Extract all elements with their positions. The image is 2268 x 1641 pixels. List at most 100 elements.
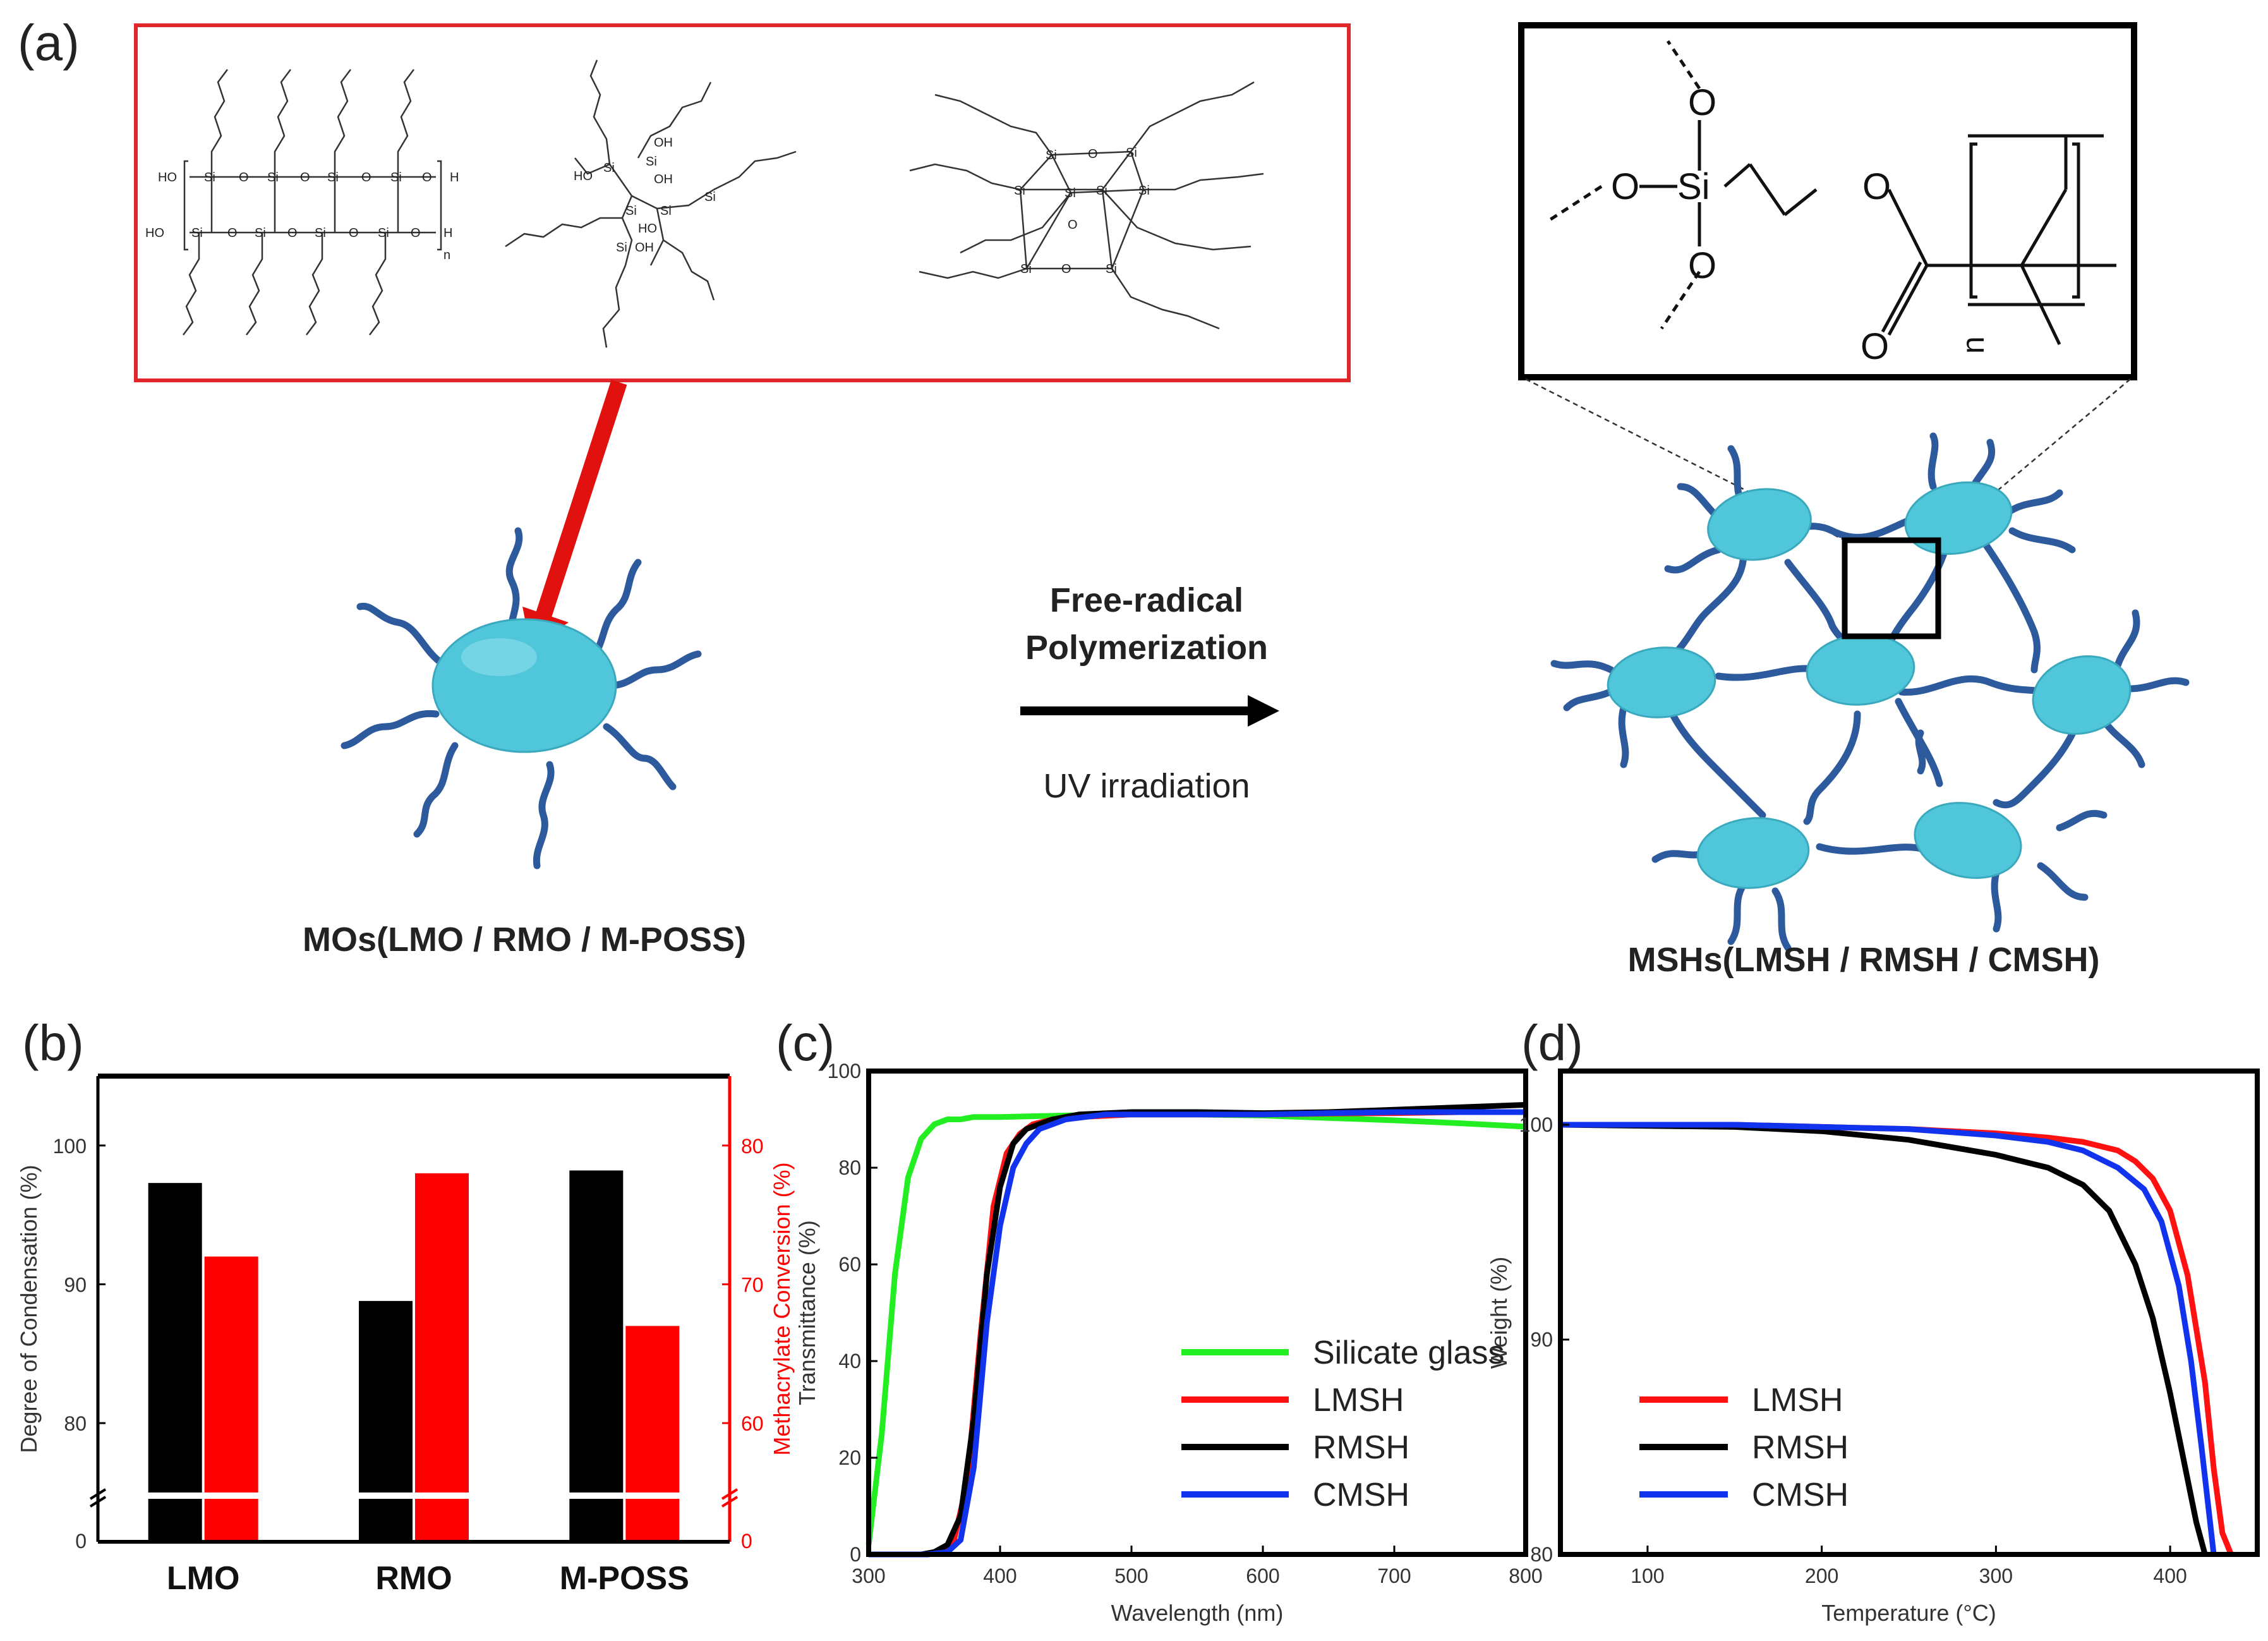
atom-label: HO <box>574 169 593 183</box>
y-tick-label: 40 <box>838 1350 861 1372</box>
x-tick-label: 300 <box>1979 1565 2013 1587</box>
bar <box>569 1170 624 1542</box>
axis-break-mark <box>89 1488 107 1500</box>
atom-label: HO <box>638 222 657 236</box>
msh-particle <box>1914 802 2022 879</box>
reaction-arrow-head <box>1248 695 1279 727</box>
atom-label: H <box>443 226 452 240</box>
msh-particle <box>1707 488 1812 561</box>
zoom-selection-box <box>1842 537 1941 639</box>
atom-label: OH <box>635 241 654 255</box>
panel-b-letter: (b) <box>22 1015 84 1071</box>
zoom-line-left <box>1525 378 1845 542</box>
atom-label: Si <box>390 171 402 185</box>
panel-c-letter: (c) <box>776 1015 835 1071</box>
repeat-index: n <box>1955 336 1991 354</box>
atom-label: O <box>300 171 310 185</box>
x-tick-label: 400 <box>983 1565 1016 1587</box>
x-tick-label: 100 <box>1631 1565 1664 1587</box>
x-tick-label: 700 <box>1377 1565 1411 1587</box>
repeat-unit-bonds <box>1639 120 2116 346</box>
msh-particle <box>1904 481 2013 555</box>
y-tick-label: 80 <box>838 1156 861 1179</box>
atom-label: O <box>1088 147 1098 161</box>
panel-a-letter: (a) <box>18 15 80 71</box>
msh-particles <box>1607 481 2132 889</box>
series-line <box>869 1109 1526 1558</box>
atom-label: Si <box>204 171 215 185</box>
axis-break-mark <box>89 1496 107 1508</box>
x-tick-label: 400 <box>2153 1565 2187 1587</box>
monomer-structures-box <box>134 23 1351 382</box>
atom-label: O <box>1688 82 1716 123</box>
plot-frame <box>866 1069 1528 1557</box>
atom-label: O <box>1861 326 1889 367</box>
atom-label: Si <box>267 171 279 185</box>
reaction-condition: UV irradiation <box>1043 767 1250 805</box>
atom-label: Si <box>1096 184 1107 198</box>
atom-label: O <box>422 171 432 185</box>
atom-label: O <box>349 226 359 240</box>
bar <box>359 1300 413 1542</box>
y-tick-label: 100 <box>1519 1113 1553 1136</box>
msh-particle <box>1607 646 1716 718</box>
reaction-title-line2: Polymerization <box>1025 629 1268 667</box>
y-tick-label: 90 <box>1530 1328 1553 1351</box>
atom-label: HO <box>145 226 164 240</box>
atom-label: O <box>1862 166 1891 207</box>
atom-label: Si <box>1106 262 1117 276</box>
atom-label: O <box>1611 166 1639 207</box>
legend-label: LMSH <box>1752 1382 1843 1419</box>
msh-particle <box>1696 817 1810 889</box>
repeat-unit-atom-labels: O O Si O O O n <box>1611 82 1991 367</box>
atom-label: Si <box>1126 146 1137 160</box>
left-caption: MOs(LMO / RMO / M-POSS) <box>303 921 746 959</box>
atom-label: Si <box>625 204 637 218</box>
axis-break-band <box>101 1493 727 1499</box>
series-line <box>1560 1122 2234 1556</box>
atom-label: Si <box>327 171 339 185</box>
bar <box>148 1183 202 1542</box>
y-axis-label: Weight (%) <box>1486 1257 1512 1369</box>
reaction-title-line1: Free-radical <box>1050 581 1243 619</box>
y-axis-label: Degree of Condensation (%) <box>16 1165 42 1453</box>
y-tick-label: 80 <box>1530 1543 1553 1566</box>
atom-label: OH <box>654 136 673 150</box>
legend-label: LMSH <box>1313 1382 1404 1419</box>
legend-label: Silicate glass <box>1313 1335 1504 1371</box>
atom-label: Si <box>603 161 615 175</box>
atom-label: Si <box>1677 166 1710 207</box>
x-tick-label: 800 <box>1509 1565 1542 1587</box>
y-right-tick-label: 80 <box>741 1135 764 1158</box>
atom-label: O <box>361 171 371 185</box>
y-right-tick-label: 70 <box>741 1274 764 1297</box>
axis-break-mark <box>721 1496 739 1508</box>
atom-label: Si <box>191 226 203 240</box>
atom-label: O <box>227 226 238 240</box>
bar <box>204 1256 258 1542</box>
atom-label: Si <box>1014 184 1025 198</box>
series-line <box>869 1102 1526 1558</box>
legend-label: RMSH <box>1313 1429 1409 1466</box>
pointer-arrow-shaft <box>535 379 627 619</box>
repeat-index: n <box>443 248 450 262</box>
atom-label: O <box>411 226 421 240</box>
atom-label: OH <box>654 173 673 186</box>
x-tick-label: 600 <box>1246 1565 1279 1587</box>
msh-particle <box>2032 655 2132 735</box>
msh-particle <box>1806 634 1915 706</box>
mposs-atom-labels: Si O Si Si Si Si Si O Si O Si <box>1014 146 1150 276</box>
x-axis-label: Temperature (°C) <box>1821 1600 1996 1626</box>
repeat-unit-dashed-bonds <box>1547 40 1701 330</box>
x-tick-label: M-POSS <box>560 1560 689 1597</box>
mposs-cage-structure <box>909 81 1264 330</box>
y-right-axis-label: Methacrylate Conversion (%) <box>769 1162 795 1455</box>
x-axis-label: Wavelength (nm) <box>1111 1600 1284 1626</box>
y-tick-label: 90 <box>64 1274 87 1297</box>
atom-label: Si <box>704 190 716 204</box>
atom-label: O <box>1688 245 1716 286</box>
atom-label: Si <box>255 226 266 240</box>
